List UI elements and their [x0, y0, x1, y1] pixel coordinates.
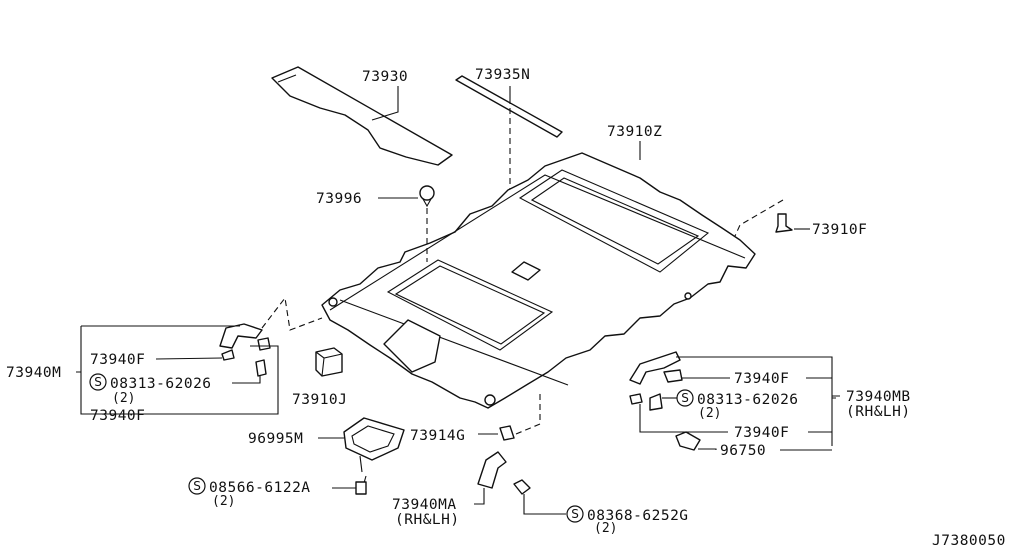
part-73930-pad	[271, 66, 453, 166]
svg-text:S: S	[193, 479, 201, 493]
label-73996: 73996	[316, 191, 362, 207]
part-left-grip	[219, 323, 271, 377]
label-08313-right: 08313-62026	[697, 392, 799, 408]
part-73910f-clip	[775, 213, 793, 233]
screw-symbol-08368: S	[566, 505, 584, 523]
screw-symbol-08566: S	[188, 477, 206, 495]
label-73910j: 73910J	[292, 392, 347, 408]
leader-08313-left	[232, 376, 261, 384]
label-96750: 96750	[720, 443, 766, 459]
label-73914g: 73914G	[410, 428, 465, 444]
diagram-id: J7380050	[932, 533, 1006, 549]
part-73996-clip	[419, 185, 435, 208]
label-qty-left: (2)	[112, 391, 135, 406]
part-73914g-clip	[499, 425, 515, 441]
label-73940f-right-top: 73940F	[734, 371, 789, 387]
part-96995m-lamp	[343, 417, 405, 491]
part-73940ma-grip	[477, 451, 531, 495]
svg-text:S: S	[571, 507, 579, 521]
part-right-grip	[629, 351, 701, 451]
label-73940f-right-bottom: 73940F	[734, 425, 789, 441]
leader-73930	[371, 86, 399, 121]
label-08368: 08368-6252G	[587, 508, 689, 524]
bracket-73940mb-right	[780, 377, 836, 451]
label-73910z: 73910Z	[607, 124, 662, 140]
label-08313-left: 08313-62026	[110, 376, 212, 392]
label-96995m: 96995M	[248, 431, 303, 447]
part-screw-08566	[355, 481, 367, 495]
label-73940m: 73940M	[6, 365, 61, 381]
label-73935n: 73935N	[475, 67, 530, 83]
screw-symbol-right: S	[676, 389, 694, 407]
leader-73940ma	[474, 488, 485, 505]
leader-73940f-left-top	[155, 357, 223, 360]
label-73940f-left-top: 73940F	[90, 352, 145, 368]
part-73910j-block	[315, 347, 343, 377]
svg-text:S: S	[94, 375, 102, 389]
bracket-73940mb	[639, 356, 840, 450]
svg-text:S: S	[681, 391, 689, 405]
headliner-73910z	[321, 152, 756, 409]
label-73940mb: 73940MB	[846, 389, 911, 405]
label-73940mb-sub: (RH&LH)	[846, 404, 911, 420]
label-qty-right: (2)	[698, 406, 721, 421]
leader-08368	[523, 494, 566, 515]
screw-symbol-left: S	[89, 373, 107, 391]
label-73910f: 73910F	[812, 222, 867, 238]
label-08566-qty: (2)	[212, 494, 235, 509]
label-73940f-left-bottom: 73940F	[90, 408, 145, 424]
label-73930: 73930	[362, 69, 408, 85]
dash-73914g	[515, 390, 541, 435]
label-08368-qty: (2)	[594, 521, 617, 536]
dash-left-grip	[261, 296, 323, 331]
label-73940ma: 73940MA	[392, 497, 457, 513]
label-73940ma-sub: (RH&LH)	[395, 512, 460, 528]
label-08566: 08566-6122A	[209, 480, 311, 496]
part-73935n-strip	[455, 75, 563, 138]
bracket-73940m	[76, 325, 279, 415]
